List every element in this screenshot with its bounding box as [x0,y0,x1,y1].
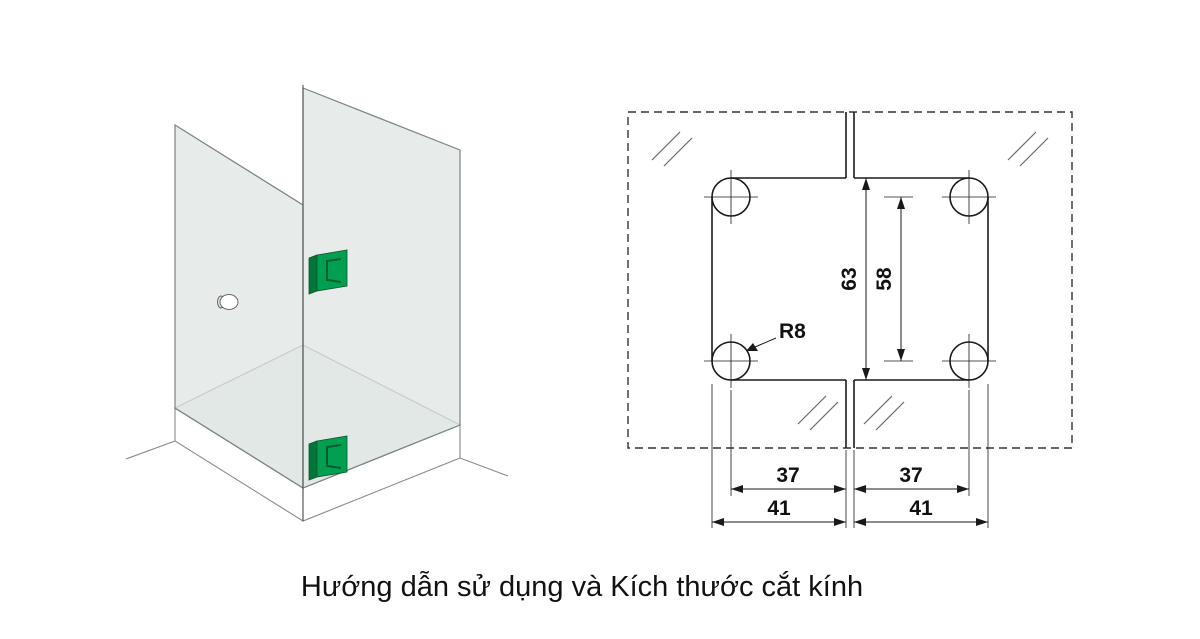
hinge-bottom-clamp-detail [326,444,342,469]
arrowhead-right-icon [976,518,988,526]
arrowhead-left-icon [712,518,724,526]
radius-callout: R8 [746,320,806,351]
hatch-line [1019,137,1049,167]
caption-text: Hướng dẫn sử dụng và Kích thước cắt kính [301,570,863,603]
arrowhead-left-icon [854,485,866,493]
leader-arrowhead-icon [746,343,758,351]
shower-isometric-illustration [125,85,509,522]
arrowhead-down-icon [897,349,905,361]
arrowhead-left-icon [731,485,743,493]
hinge-top-side-face [308,254,318,295]
dimension-37-left-label: 37 [776,464,799,487]
dimension-63: 63 [838,178,870,380]
hinge-bottom-front-face [316,435,348,478]
arrowhead-left-icon [854,518,866,526]
glass-outline-dashed [627,111,1073,449]
hinge-top-clamp-detail [326,258,342,283]
arrowhead-right-icon [834,485,846,493]
arrowhead-right-icon [834,518,846,526]
glass-cutting-drawing: 63 58 R8 [627,111,1073,528]
arrowhead-right-icon [957,485,969,493]
hinge-bottom-side-face [308,440,318,481]
hatch-line [663,137,693,167]
dimension-37-left: 37 [731,464,846,493]
dimension-41-left-label: 41 [767,497,791,520]
hinge-top [308,249,348,295]
dimension-37-right: 37 [854,464,969,493]
bottom-extension-lines [711,384,989,528]
glass-hatch-bottom-right [863,395,905,431]
floor-line-right [459,457,509,477]
glass-hatch-bottom-left [797,395,839,431]
arrowhead-up-icon [897,197,905,209]
hole-center-marks [704,170,996,388]
dimension-41-left: 41 [712,497,846,526]
floor-line-left [125,440,176,460]
door-knob [217,294,239,310]
glass-hatch-top-right [1007,131,1049,167]
door-knob-face [219,294,239,310]
dimension-58-label: 58 [873,267,896,291]
glass-hatch-top-left [651,131,693,167]
hatch-line [651,131,681,161]
hatch-line [1007,131,1037,161]
dimension-41-right-label: 41 [909,497,933,520]
arrowhead-down-icon [862,368,870,380]
radius-label: R8 [779,320,806,343]
hatch-line [863,395,893,425]
hatch-line [809,401,839,431]
arrowhead-up-icon [862,178,870,190]
dimension-41-right: 41 [854,497,988,526]
dimension-63-label: 63 [838,267,861,290]
hatch-line [797,395,827,425]
dimension-37-right-label: 37 [899,464,922,487]
hinge-top-front-face [316,249,348,292]
cutout-edges [711,112,989,448]
hatch-line [875,401,905,431]
hinge-bottom [308,435,348,481]
dimension-58: 58 [873,196,913,362]
